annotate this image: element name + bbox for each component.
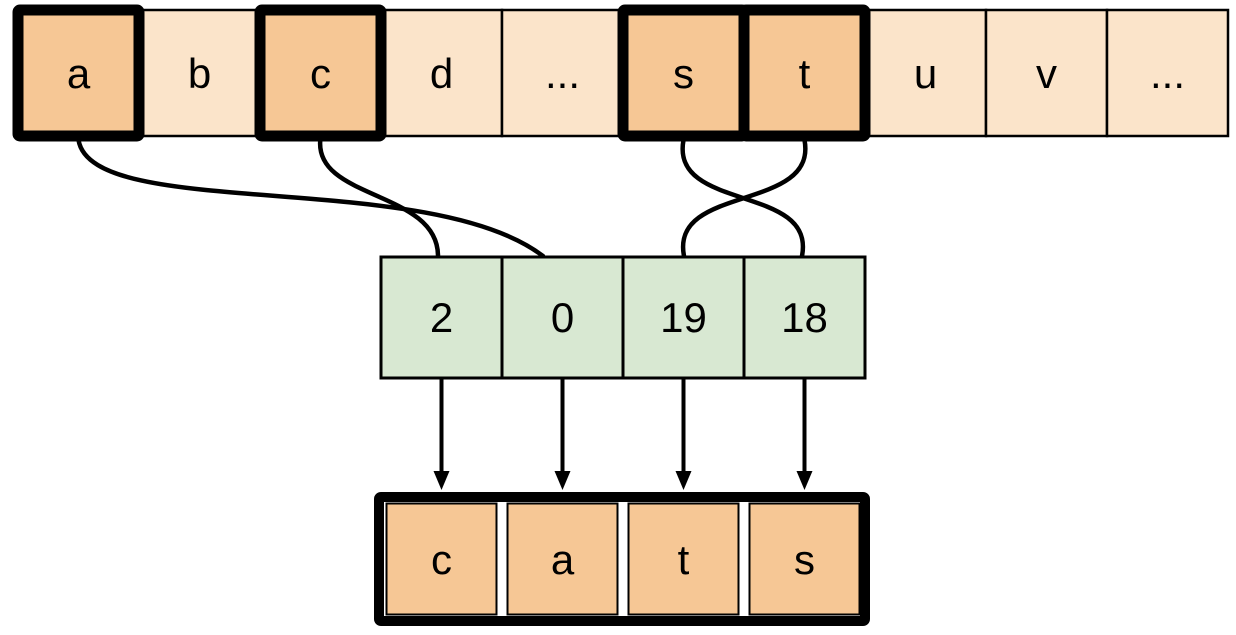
alphabet-cell-b [137, 8, 262, 138]
index-label-3: 19 [660, 294, 707, 341]
alphabet-label-c: c [310, 50, 331, 97]
alphabet-label-ellipsis-1: ... [545, 50, 580, 97]
letter-to-index-connectors [76, 135, 808, 259]
alphabet-row: a b c d ... s t u v ... [12, 4, 1230, 142]
alphabet-label-a: a [67, 50, 91, 97]
arrow-2-head-icon [554, 471, 571, 490]
connector-t-to-19 [680, 137, 808, 259]
output-label-2: a [551, 536, 575, 583]
output-frame [374, 492, 870, 626]
connector-c-to-2 [318, 135, 441, 259]
alphabet-label-u: u [914, 50, 937, 97]
alphabet-cell-t-highlighted [738, 4, 871, 142]
alphabet-label-b: b [188, 50, 211, 97]
arrow-1-head-icon [433, 471, 450, 490]
output-label-4: s [794, 536, 815, 583]
index-cell-1 [379, 255, 504, 380]
alphabet-label-t: t [799, 50, 811, 97]
alphabet-label-d: d [430, 50, 453, 97]
output-cell-3 [627, 502, 740, 616]
output-label-3: t [678, 536, 690, 583]
index-row: 2 0 19 18 [379, 255, 867, 380]
index-to-output-arrows [433, 379, 813, 490]
output-cell-1 [385, 502, 498, 616]
output-cell-4 [748, 502, 861, 616]
output-cell-2 [506, 502, 619, 616]
alphabet-cell-a-highlighted [12, 4, 145, 142]
alphabet-cell-ellipsis-1 [500, 8, 625, 138]
alphabet-label-ellipsis-2: ... [1150, 50, 1185, 97]
output-row: c a t s [374, 492, 870, 626]
alphabet-label-v: v [1036, 50, 1057, 97]
index-label-2: 0 [551, 294, 574, 341]
index-label-1: 2 [430, 294, 453, 341]
arrow-3-head-icon [675, 471, 692, 490]
output-label-1: c [431, 536, 452, 583]
index-label-4: 18 [781, 294, 828, 341]
index-cell-3 [621, 255, 746, 380]
alphabet-cell-ellipsis-2 [1105, 8, 1230, 138]
connector-a-to-0 [76, 137, 546, 259]
index-cell-4 [742, 255, 867, 380]
alphabet-label-s: s [673, 50, 694, 97]
arrow-4-head-icon [796, 471, 813, 490]
alphabet-cell-v [984, 8, 1109, 138]
